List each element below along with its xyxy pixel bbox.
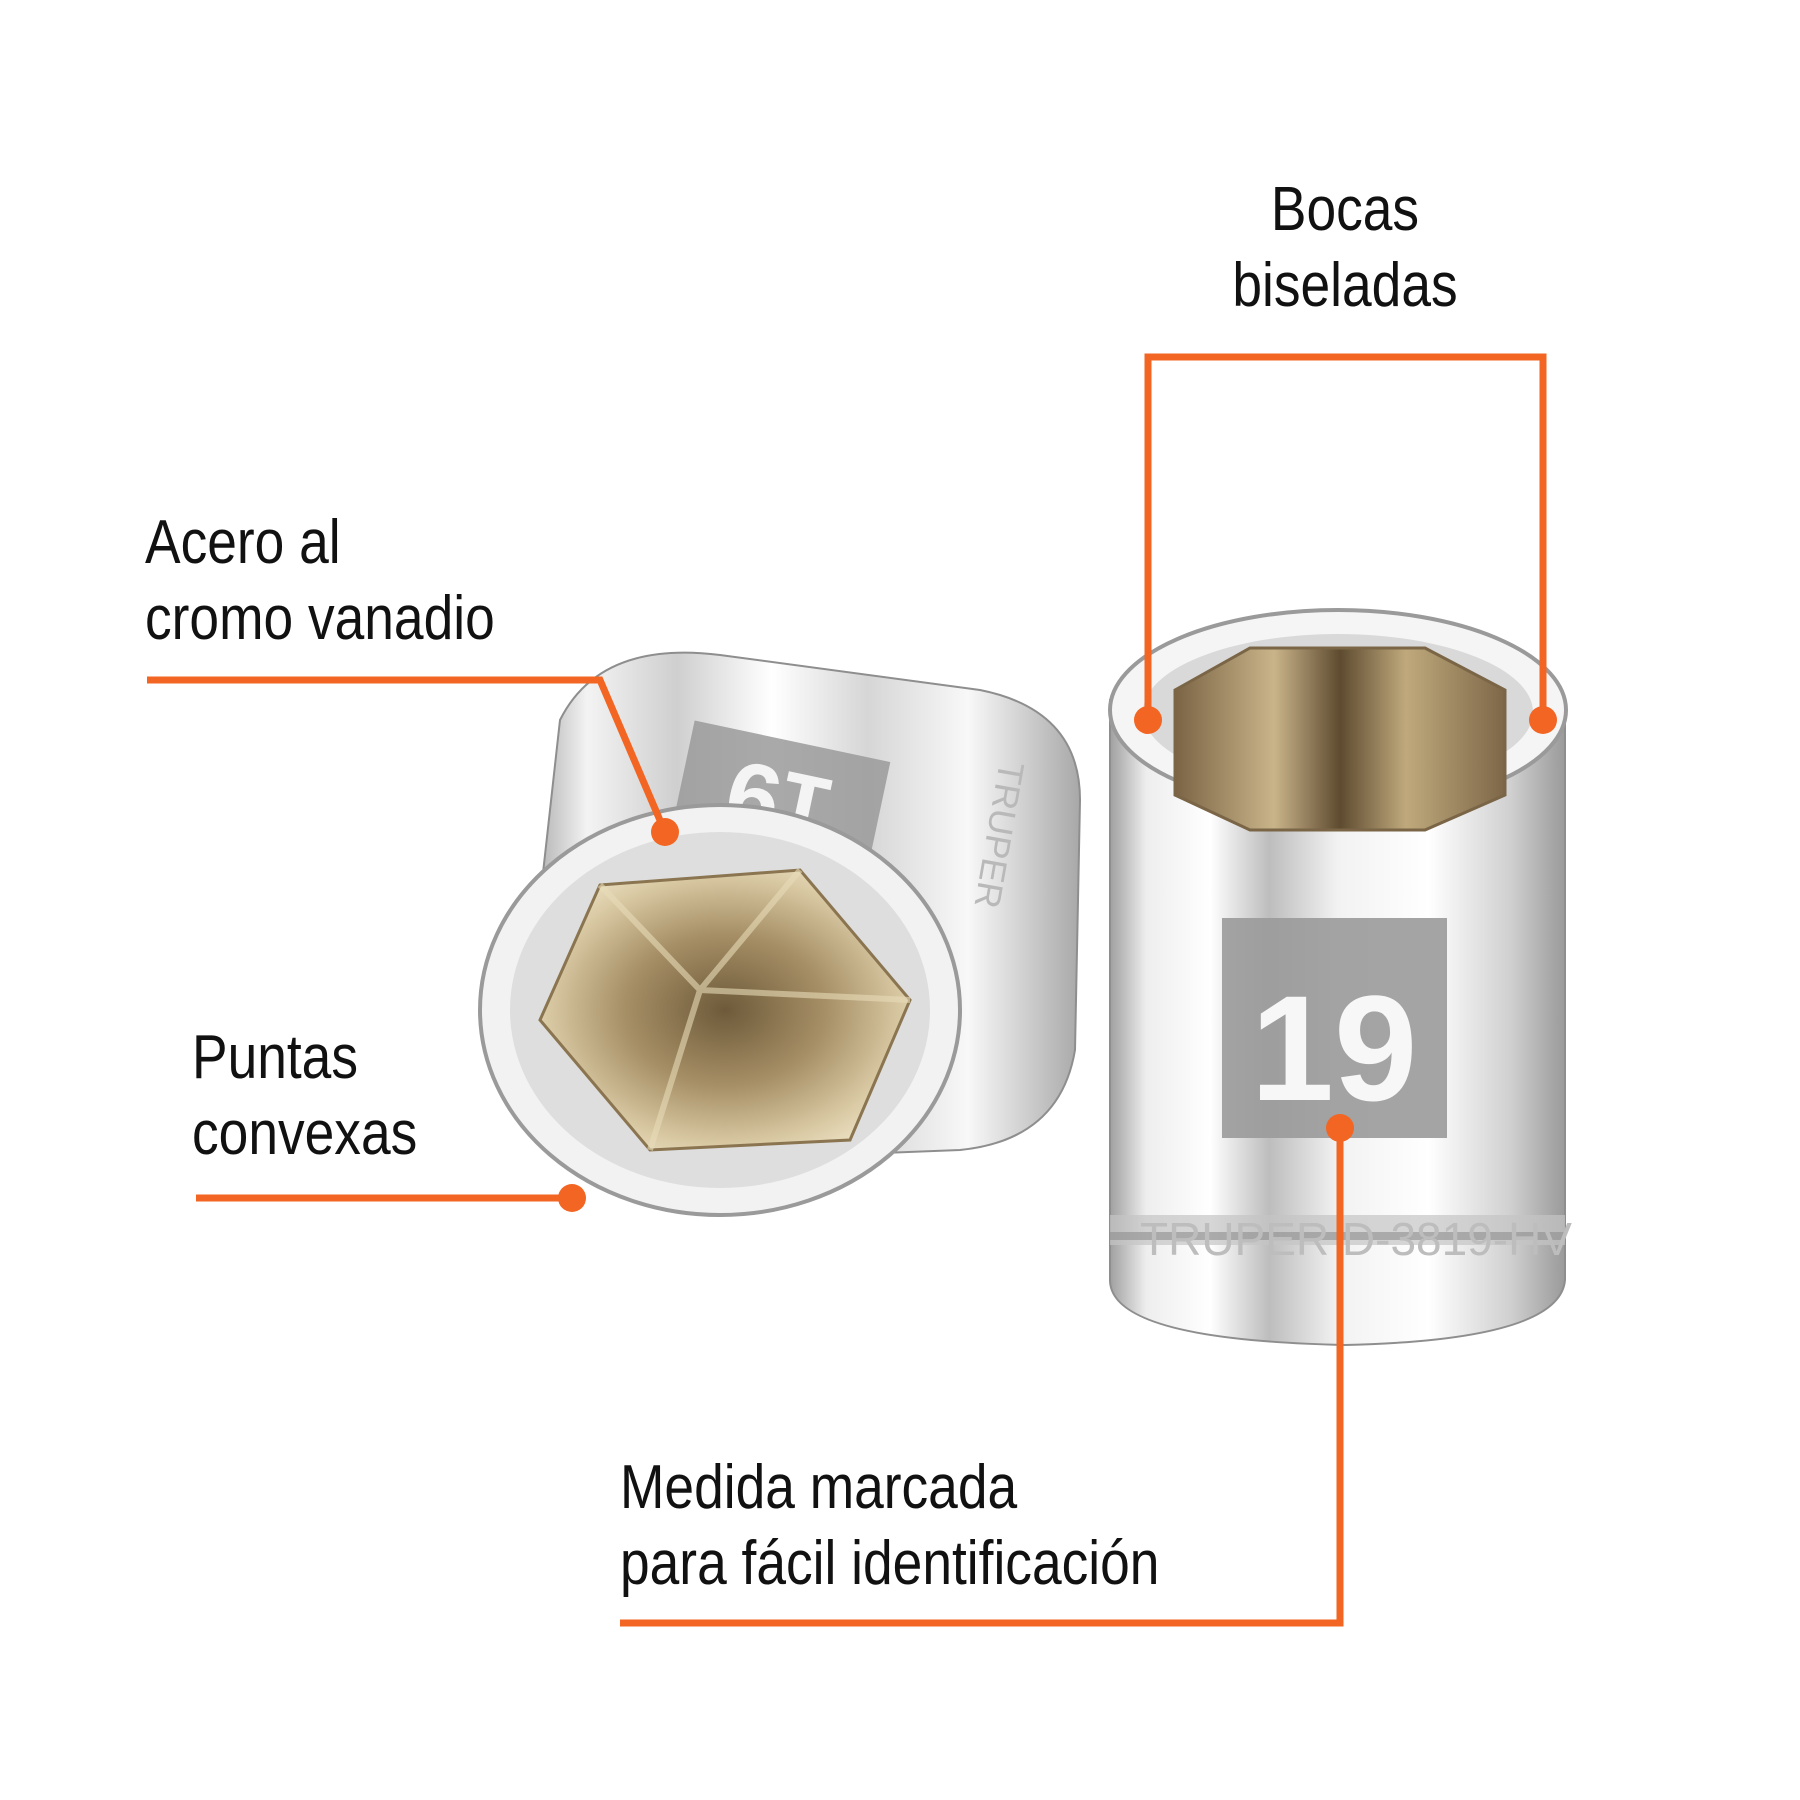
callout-dot-medida: [1326, 1114, 1354, 1142]
callout-dot-bocas-left: [1134, 706, 1162, 734]
right-engraving: TRUPER D-3819-HV: [1140, 1213, 1572, 1265]
right-size-badge: [1222, 918, 1447, 1138]
callout-acero-cromo-vanadio: Acero al cromo vanadio: [145, 505, 495, 657]
callout-lines: [147, 353, 1547, 1627]
callout-dot-acero: [651, 818, 679, 846]
callout-bocas-line1: Bocas: [1270, 175, 1420, 244]
right-size-mark: 19: [1251, 964, 1418, 1132]
callout-line-medida: [620, 1128, 1344, 1627]
callout-line-bocas: [1144, 353, 1547, 720]
callout-medida-line1: Medida marcada: [620, 1453, 1018, 1522]
callout-puntas-convexas: Puntas convexas: [192, 1020, 417, 1172]
left-socket: 19 TRUPER: [478, 651, 1082, 1217]
callout-dots: [558, 706, 1557, 1212]
callout-dot-puntas: [558, 1184, 586, 1212]
callout-acero-line1: Acero al: [145, 508, 341, 577]
right-hex-opening: [1173, 646, 1507, 832]
callout-line-acero: [147, 676, 669, 834]
callout-medida-marcada: Medida marcada para fácil identificación: [620, 1450, 1159, 1602]
callout-bocas-line2: biseladas: [1232, 251, 1458, 320]
callout-acero-line2: cromo vanadio: [145, 584, 495, 653]
callout-dot-bocas-right: [1529, 706, 1557, 734]
callout-medida-line2: para fácil identificación: [620, 1529, 1160, 1598]
callout-puntas-line1: Puntas: [192, 1023, 359, 1092]
callout-puntas-line2: convexas: [192, 1099, 418, 1168]
callout-bocas-biseladas: Bocas biseladas: [1130, 172, 1560, 324]
